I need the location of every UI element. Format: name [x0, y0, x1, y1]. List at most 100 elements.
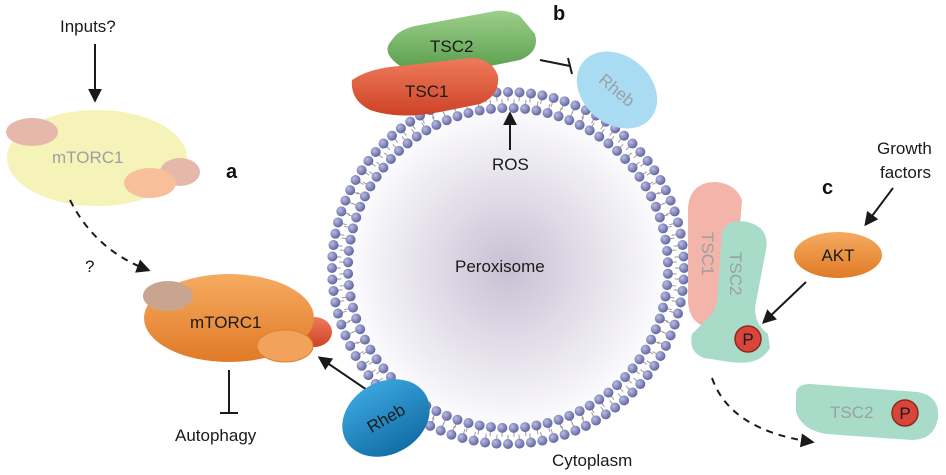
mtorc1-faded-complex	[6, 110, 200, 206]
rheb-faded: Rheb	[576, 51, 658, 129]
lipid-head	[542, 107, 553, 118]
lipid-head	[497, 103, 508, 114]
lipid-head	[580, 420, 591, 431]
lipid-head	[452, 111, 463, 122]
lipid-head	[350, 351, 361, 361]
tsc2-released-label: TSC2	[830, 403, 873, 422]
lipid-head	[425, 420, 436, 431]
mtorc1-faded-label: mTORC1	[52, 148, 123, 167]
mtorc1-active-complex	[143, 274, 332, 363]
lipid-head	[677, 285, 688, 296]
lipid-head	[673, 308, 684, 319]
lipid-head	[463, 107, 474, 118]
lipid-head	[584, 125, 595, 136]
lipid-head	[405, 116, 416, 127]
lipid-head	[660, 234, 671, 245]
lipid-head	[327, 263, 337, 273]
lipid-head	[564, 410, 575, 421]
lipid-head	[627, 363, 638, 374]
lipid-head	[343, 268, 354, 279]
lipid-head	[514, 438, 525, 449]
lipid-head	[328, 285, 339, 296]
rheb-active: Rheb	[342, 379, 430, 457]
lipid-head	[635, 379, 646, 390]
lipid-head	[327, 274, 338, 285]
akt-label: AKT	[821, 246, 854, 265]
lipid-head	[650, 201, 661, 212]
rheb-activates-mtorc1-arrow	[317, 356, 371, 393]
lipid-head	[431, 119, 442, 130]
lipid-head	[514, 87, 525, 98]
lipid-head	[402, 138, 413, 149]
lipid-head	[679, 263, 689, 273]
lipid-head	[662, 245, 673, 256]
lipid-head	[675, 297, 686, 308]
lipid-head	[553, 414, 564, 425]
lipid-head	[548, 92, 559, 103]
lipid-head	[570, 100, 581, 111]
lipid-head	[378, 363, 389, 374]
lipid-head	[421, 125, 432, 136]
lipid-head	[356, 165, 367, 176]
lipid-head	[435, 425, 446, 436]
growth-factors-arrow	[864, 187, 894, 227]
lipid-head	[660, 340, 671, 351]
akt-phosphorylates-arrow	[761, 281, 807, 324]
lipid-head	[649, 360, 660, 371]
lipid-head	[356, 360, 367, 371]
lipid-head	[363, 370, 374, 381]
lipid-head	[340, 195, 351, 206]
lipid-head	[365, 344, 376, 355]
panel-a-label: a	[226, 161, 238, 183]
tsc-inhibits-rheb-line	[539, 59, 571, 67]
lipid-head	[343, 245, 354, 256]
dashed-arrow-translocation	[69, 199, 151, 273]
lipid-head	[619, 395, 630, 406]
lipid-head	[559, 429, 570, 440]
lipid-head	[371, 354, 382, 365]
lipid-head	[658, 223, 669, 234]
tsc2-right-label: TSC2	[726, 252, 745, 295]
lipid-head	[600, 409, 611, 420]
lipid-head	[345, 340, 356, 351]
lipid-head	[395, 123, 406, 134]
lipid-head	[355, 324, 366, 335]
lipid-head	[574, 406, 585, 417]
lipid-head	[508, 103, 519, 114]
tsc1-right-label: TSC1	[698, 232, 717, 275]
lipid-head	[537, 435, 548, 446]
peroxisome-label: Peroxisome	[455, 257, 545, 276]
lipid-head	[564, 115, 575, 126]
lipid-head	[669, 206, 680, 217]
lipid-head	[594, 131, 605, 142]
lipid-head	[474, 105, 485, 116]
lipid-head	[355, 201, 366, 212]
lipid-head	[574, 119, 585, 130]
lipid-head	[347, 223, 358, 234]
lipid-head	[370, 146, 381, 157]
lipid-head	[603, 387, 614, 398]
lipid-head	[675, 228, 686, 239]
lipid-head	[603, 138, 614, 149]
phospho-label-2: P	[899, 404, 910, 423]
lipid-head	[485, 422, 496, 433]
lipid-head	[431, 406, 442, 417]
lipid-head	[654, 212, 665, 223]
lipid-head	[411, 131, 422, 142]
lipid-head	[332, 308, 343, 319]
lipid-head	[463, 418, 474, 429]
lipid-head	[665, 330, 676, 341]
lipid-head	[393, 145, 404, 156]
lipid-head	[627, 387, 638, 398]
tsc-inhibits-rheb-bar	[567, 57, 573, 75]
lipid-head	[584, 400, 595, 411]
lipid-head	[345, 185, 356, 196]
lipid-head	[660, 185, 671, 196]
lipid-head	[365, 181, 376, 192]
lipid-head	[343, 280, 354, 291]
lipid-head	[359, 334, 370, 345]
lipid-head	[347, 302, 358, 313]
tsc-complex-top: TSC2 TSC1	[351, 10, 536, 116]
lipid-head	[480, 437, 491, 448]
